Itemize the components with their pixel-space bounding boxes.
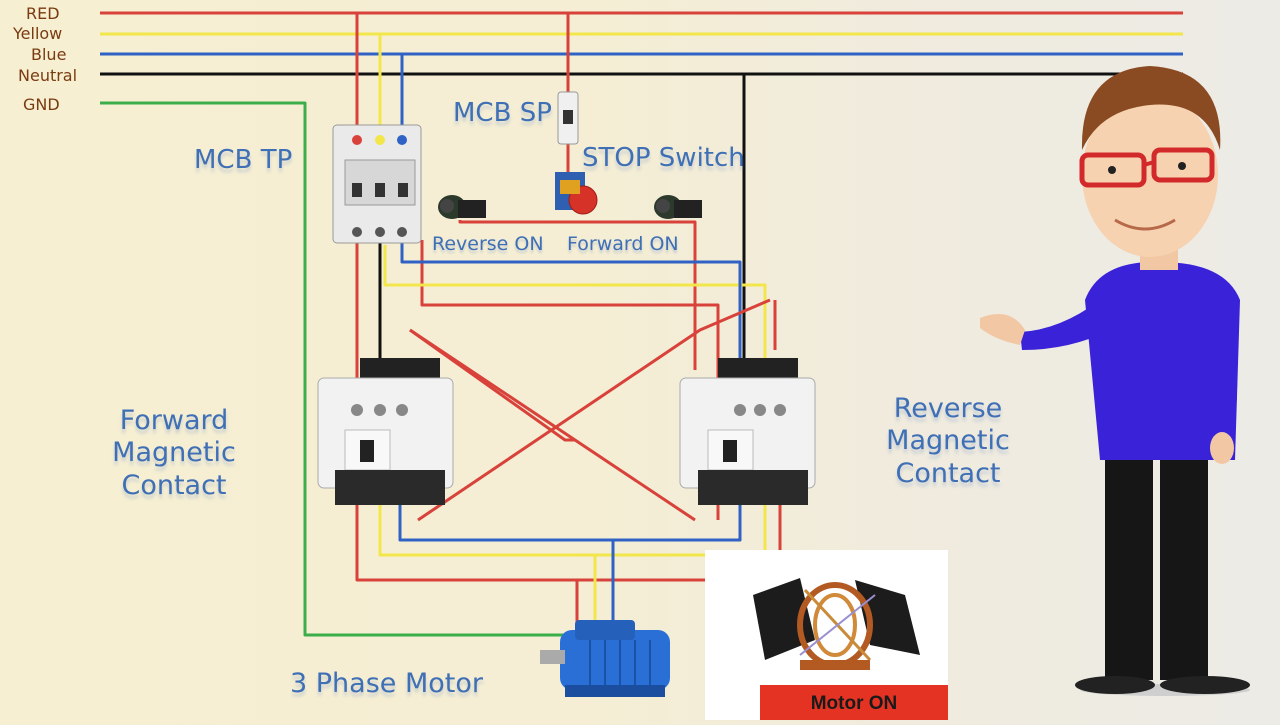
forward-contactor [317,358,454,505]
presenter-illustration [980,66,1250,696]
forward-pushbutton [654,195,702,219]
neutral-line-label: Neutral [18,66,78,85]
mcb-sp-label: MCB SP [453,98,552,128]
blue-line-label: Blue [31,45,67,64]
reverse-on-label: Reverse ON [432,233,544,255]
motor-label: 3 Phase Motor [290,668,483,699]
gnd-wire [100,101,565,637]
reverse-pushbutton [438,195,486,219]
gnd-line-label: GND [23,95,60,114]
mcb-tp-label: MCB TP [194,145,293,175]
reverse-contact-label: Reverse Magnetic Contact [832,393,1064,490]
reverse-contact-label-line2: Magnetic Contact [886,425,1010,489]
motor-on-banner: Motor ON [760,685,948,720]
forward-contact-label: Forward Magnetic Contact [58,405,290,502]
forward-contact-label-line1: Forward [119,405,229,436]
reverse-contactor [679,358,816,505]
motor-rotor-illustration [753,578,920,670]
stop-switch-label: STOP Switch [582,143,745,173]
three-phase-motor [540,620,670,697]
yellow-line-label: Yellow [13,24,63,43]
forward-contact-label-line2: Magnetic Contact [112,437,236,501]
mcb-tp-breaker [332,124,422,244]
forward-on-label: Forward ON [567,233,679,255]
red-line-label: RED [26,4,60,23]
mcb-sp-breaker [557,91,579,145]
reverse-contact-label-line1: Reverse [893,393,1003,424]
stop-switch [555,172,598,215]
